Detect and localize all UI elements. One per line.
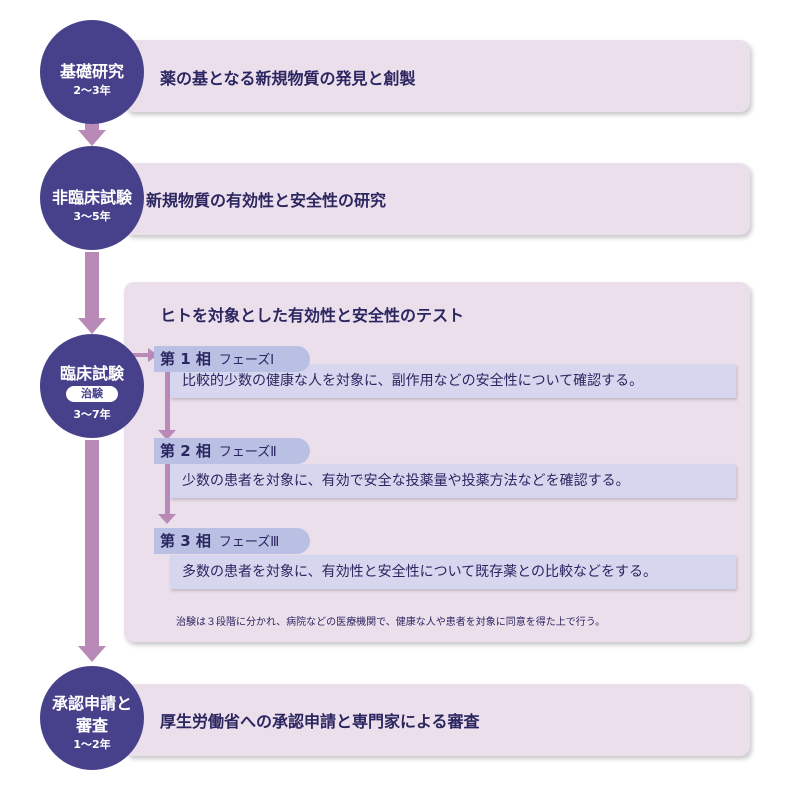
connector-arrow-3 bbox=[78, 646, 106, 662]
stage-card-approval: 厚生労働省への承認申請と専門家による審査 bbox=[124, 684, 750, 756]
stage-title: 臨床試験 bbox=[59, 364, 124, 383]
stage-circle-clinical-trial: 臨床試験 治験 3～7年 bbox=[40, 334, 144, 438]
stage-card-basic-research: 薬の基となる新規物質の発見と創製 bbox=[124, 40, 750, 112]
connector-arrow-1 bbox=[78, 130, 106, 146]
phase-number: 第 2 相 bbox=[160, 442, 211, 460]
phase-box-2: 少数の患者を対象に、有効で安全な投薬量や投薬方法などを確認する。 bbox=[170, 464, 736, 498]
phase-tab-2: 第 2 相フェーズⅡ bbox=[154, 438, 310, 464]
stage-circle-nonclinical: 非臨床試験 3～5年 bbox=[40, 146, 144, 250]
stage-card-nonclinical: 新規物質の有効性と安全性の研究 bbox=[124, 163, 750, 235]
phase-label: フェーズⅠ bbox=[218, 353, 275, 368]
stage-description: 薬の基となる新規物質の発見と創製 bbox=[160, 69, 416, 88]
phase-tab-3: 第 3 相フェーズⅢ bbox=[154, 528, 310, 554]
stage-title-line1: 承認申請と bbox=[51, 694, 132, 713]
phase-connector-top bbox=[128, 353, 150, 357]
phase-label: フェーズⅢ bbox=[218, 535, 280, 550]
phase-box-3: 多数の患者を対象に、有効性と安全性について既存薬との比較などをする。 bbox=[170, 555, 736, 589]
phase-arrow-1 bbox=[158, 430, 176, 440]
stage-title: 基礎研究 bbox=[59, 62, 124, 81]
phase-label: フェーズⅡ bbox=[218, 445, 277, 460]
phase-connector-1 bbox=[165, 372, 170, 434]
stage-title-line2: 審査 bbox=[75, 716, 108, 735]
stage-description: 厚生労働省への承認申請と専門家による審査 bbox=[160, 712, 480, 731]
stage-badge: 治験 bbox=[66, 386, 118, 402]
phase-arrow-right bbox=[148, 348, 158, 362]
stage-description: 新規物質の有効性と安全性の研究 bbox=[146, 191, 387, 210]
phase-number: 第 1 相 bbox=[160, 350, 211, 368]
stage-circle-basic-research: 基礎研究 2～3年 bbox=[40, 20, 144, 124]
phase-tab-1: 第 1 相フェーズⅠ bbox=[154, 346, 310, 372]
stage-years: 3～7年 bbox=[73, 408, 111, 421]
stage-years: 3～5年 bbox=[73, 210, 111, 223]
stage-description: ヒトを対象とした有効性と安全性のテスト bbox=[160, 306, 465, 325]
stage-circle-approval: 承認申請と 審査 1～2年 bbox=[40, 666, 144, 770]
stage-years: 2～3年 bbox=[73, 84, 111, 97]
connector-line-3 bbox=[85, 440, 99, 648]
stage-title: 非臨床試験 bbox=[51, 188, 132, 207]
phase-connector-2 bbox=[165, 462, 170, 518]
clinical-note: 治験は３段階に分かれ、病院などの医療機関で、健康な人や患者を対象に同意を得た上で… bbox=[176, 617, 606, 628]
phase-arrow-2 bbox=[158, 514, 176, 524]
connector-arrow-2 bbox=[78, 318, 106, 334]
phase-number: 第 3 相 bbox=[160, 532, 211, 550]
stage-years: 1～2年 bbox=[73, 738, 111, 751]
connector-line-2 bbox=[85, 252, 99, 320]
